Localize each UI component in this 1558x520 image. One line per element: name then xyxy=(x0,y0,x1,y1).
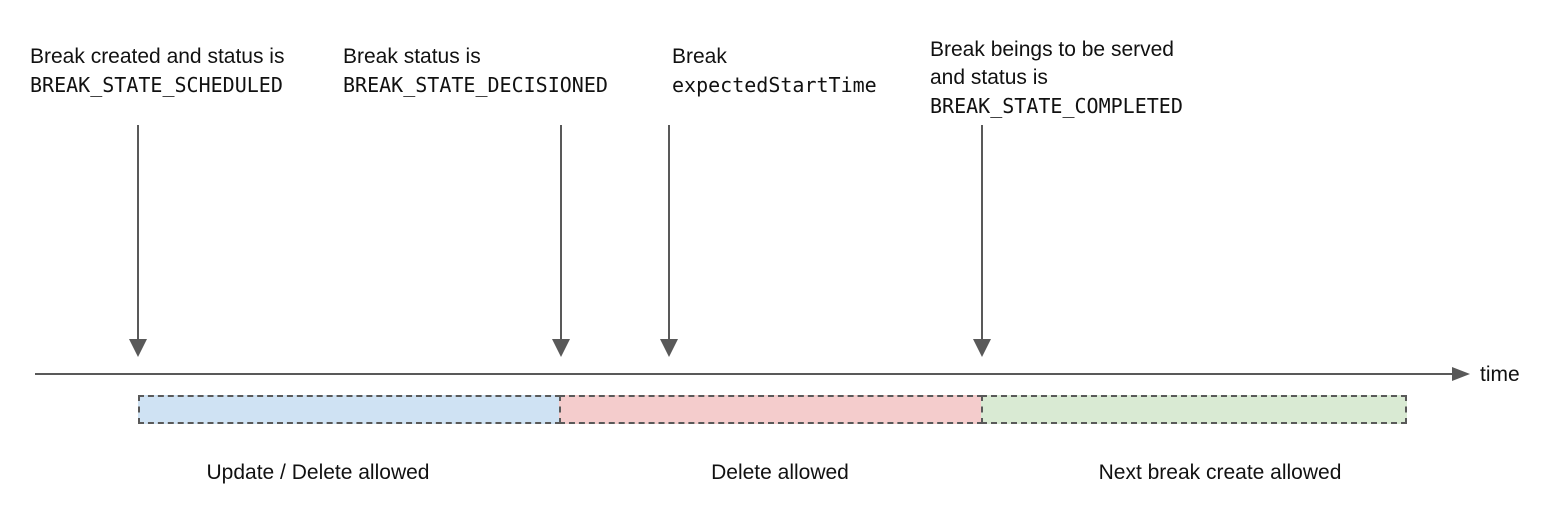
arrowhead-icon xyxy=(129,339,147,357)
annotation-break-decisioned: Break status is BREAK_STATE_DECISIONED xyxy=(343,43,608,99)
arrowhead-icon xyxy=(660,339,678,357)
annotation-text-line: Break status is xyxy=(343,45,481,68)
segment-next-break-create-allowed xyxy=(981,395,1407,424)
time-axis xyxy=(35,373,1453,375)
annotation-text-line: Break created and status is xyxy=(30,45,285,68)
time-axis-label: time xyxy=(1480,363,1520,386)
arrow-shaft xyxy=(137,125,139,341)
arrowhead-icon xyxy=(552,339,570,357)
segment-delete-allowed xyxy=(559,395,983,424)
axis-arrowhead-icon xyxy=(1452,367,1470,381)
segment-update-delete-allowed xyxy=(138,395,561,424)
segment-label-update-delete: Update / Delete allowed xyxy=(206,461,430,484)
arrow-shaft xyxy=(981,125,983,341)
arrowhead-icon xyxy=(973,339,991,357)
annotation-code-line: BREAK_STATE_SCHEDULED xyxy=(30,73,283,97)
arrow-shaft xyxy=(560,125,562,341)
annotation-break-completed: Break beings to be served and status is … xyxy=(930,36,1183,120)
annotation-text-line: Break xyxy=(672,45,727,68)
annotation-code-line: expectedStartTime xyxy=(672,73,877,97)
segment-label-next-break: Next break create allowed xyxy=(1098,461,1342,484)
annotation-text-line: and status is xyxy=(930,66,1048,89)
annotation-expected-start-time: Break expectedStartTime xyxy=(672,43,877,99)
annotation-break-scheduled: Break created and status is BREAK_STATE_… xyxy=(30,43,284,99)
arrow-shaft xyxy=(668,125,670,341)
segment-label-delete: Delete allowed xyxy=(711,461,849,484)
annotation-code-line: BREAK_STATE_DECISIONED xyxy=(343,73,608,97)
annotation-text-line: Break beings to be served xyxy=(930,38,1174,61)
annotation-code-line: BREAK_STATE_COMPLETED xyxy=(930,94,1183,118)
